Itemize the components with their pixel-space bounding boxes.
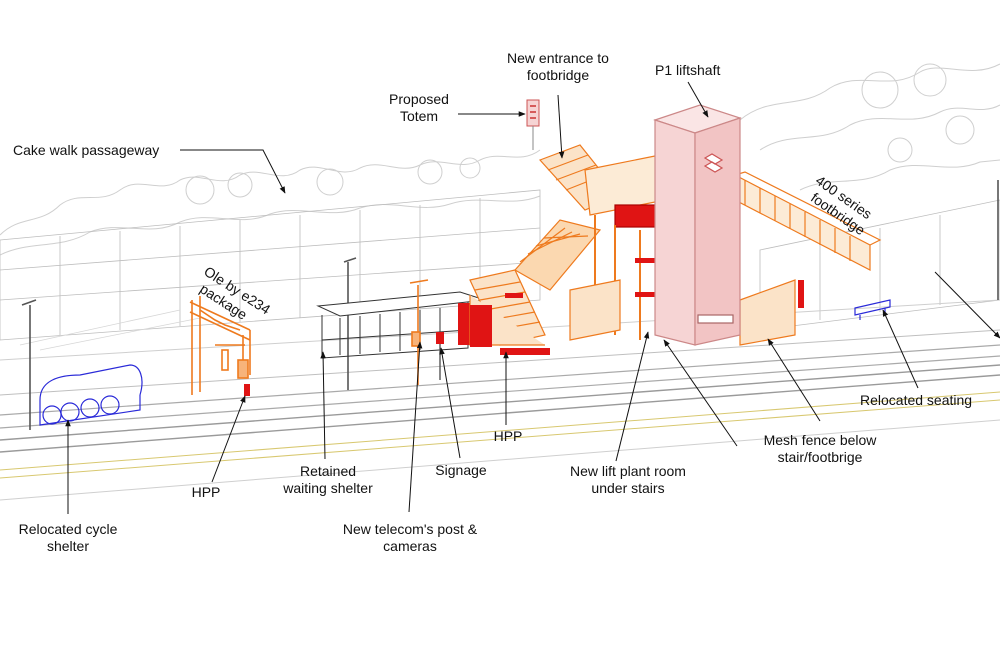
label-p1-liftshaft: P1 liftshaft bbox=[655, 62, 721, 78]
leader-p1-liftshaft bbox=[687, 81, 709, 118]
leader-hpp-left bbox=[211, 395, 246, 483]
label-retained-shelter: Retained waiting shelter bbox=[268, 463, 388, 497]
lift-shaft bbox=[653, 104, 742, 346]
label-hpp-center: HPP bbox=[493, 428, 523, 444]
leader-relocated-seating bbox=[882, 309, 919, 389]
leader-telecoms bbox=[408, 341, 423, 513]
label-proposed-totem-line1: Proposed bbox=[389, 91, 449, 107]
label-lift-plant: New lift plant room under stairs bbox=[548, 463, 708, 497]
leader-lines bbox=[65, 81, 1000, 514]
leader-signage bbox=[439, 347, 461, 459]
label-lift-plant-line1: New lift plant room bbox=[570, 463, 686, 479]
proposed-totem bbox=[526, 99, 540, 150]
label-mesh-fence-line2: stair/footbrige bbox=[777, 449, 863, 465]
label-hpp-left: HPP bbox=[191, 484, 221, 500]
label-proposed-totem-line2: Totem bbox=[399, 108, 439, 124]
red-panels bbox=[470, 258, 804, 355]
hpp-marker-left bbox=[244, 384, 250, 396]
label-new-entrance-line1: New entrance to bbox=[507, 50, 609, 66]
label-telecoms-line1: New telecom's post & bbox=[342, 521, 478, 537]
ole-gantry bbox=[189, 296, 251, 395]
leader-lift-plant bbox=[615, 331, 650, 462]
label-new-entrance-line2: footbridge bbox=[526, 67, 590, 83]
cycle-shelter bbox=[39, 364, 143, 426]
label-cycle-shelter-line2: shelter bbox=[46, 538, 90, 554]
leader-400-footbridge bbox=[934, 271, 1000, 339]
leader-waiting-shelter bbox=[320, 351, 326, 460]
leader-mesh-fence-2 bbox=[767, 338, 821, 422]
label-mesh-fence: Mesh fence below stair/footbrige bbox=[745, 432, 895, 466]
lamp-posts bbox=[21, 180, 999, 430]
label-mesh-fence-line1: Mesh fence below bbox=[763, 432, 877, 448]
platform-and-track bbox=[0, 299, 1000, 501]
label-telecoms: New telecom's post & cameras bbox=[330, 521, 490, 555]
leader-new-entrance bbox=[557, 94, 565, 159]
label-cycle-shelter-line1: Relocated cycle bbox=[18, 521, 118, 537]
label-telecoms-line2: cameras bbox=[383, 538, 437, 554]
waiting-shelter bbox=[316, 291, 486, 359]
label-proposed-totem: Proposed Totem bbox=[379, 91, 459, 125]
relocated-seating bbox=[854, 299, 891, 320]
leader-cake-walk bbox=[180, 149, 286, 194]
label-lift-plant-line2: under stairs bbox=[591, 480, 665, 496]
label-retained-shelter-line1: Retained bbox=[299, 463, 357, 479]
label-new-entrance: New entrance to footbridge bbox=[493, 50, 623, 84]
label-cake-walk: Cake walk passageway bbox=[13, 142, 160, 158]
label-retained-shelter-line2: waiting shelter bbox=[283, 480, 373, 496]
leader-mesh-fence bbox=[663, 339, 738, 447]
signage bbox=[436, 332, 444, 380]
label-signage: Signage bbox=[435, 462, 487, 478]
label-relocated-seating: Relocated seating bbox=[860, 392, 973, 408]
label-cycle-shelter: Relocated cycle shelter bbox=[8, 521, 128, 555]
